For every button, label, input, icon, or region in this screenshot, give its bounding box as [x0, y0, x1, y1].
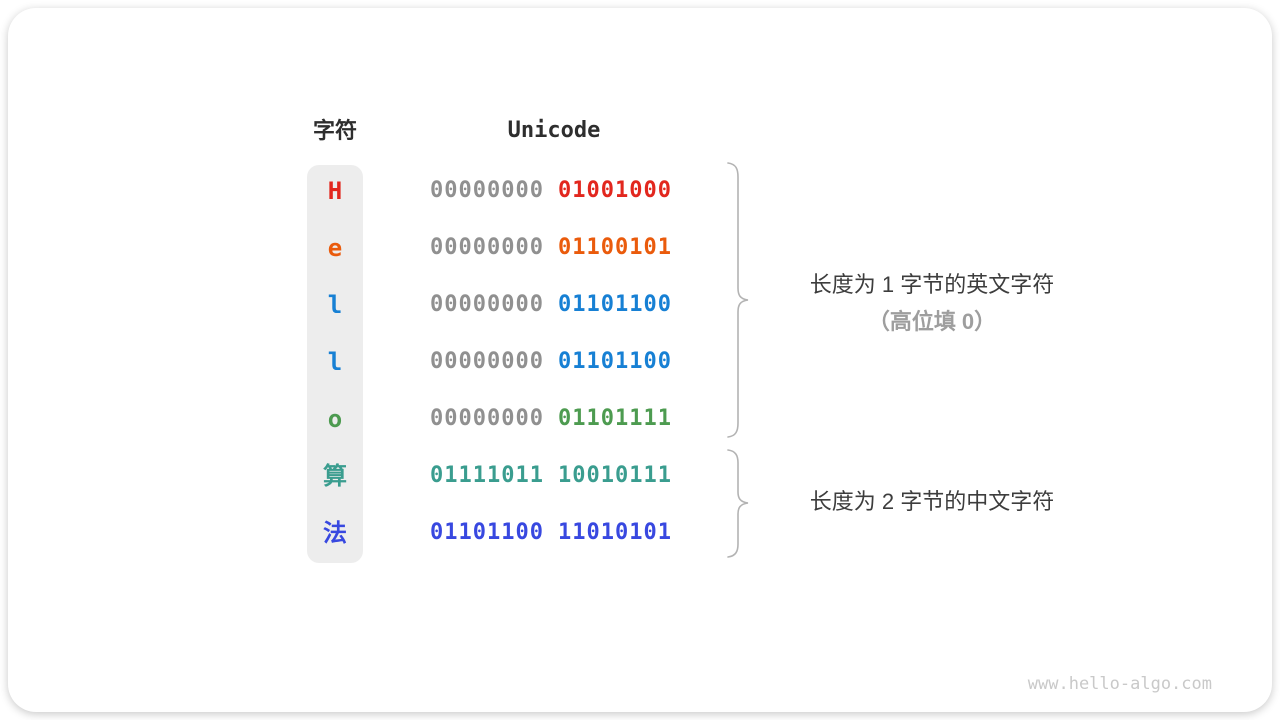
- character-column-background: [307, 165, 363, 563]
- character-cell: o: [327, 405, 343, 433]
- character-cell: H: [327, 177, 343, 205]
- annotation-english-line2: （高位填 0）: [867, 309, 997, 334]
- table-row: 算 01111011 10010111: [0, 459, 1280, 493]
- annotation-english-line1: 长度为 1 字节的英文字符: [809, 272, 1055, 297]
- column-header-unicode: Unicode: [507, 118, 601, 143]
- column-header-character: 字符: [312, 118, 357, 143]
- byte2-cell: 01001000: [558, 178, 672, 203]
- annotation-chinese-line1: 长度为 2 字节的中文字符: [809, 489, 1055, 514]
- table-row: l 00000000 01101100: [0, 288, 1280, 322]
- byte1-cell: 00000000: [430, 292, 544, 317]
- website-watermark: www.hello-algo.com: [1027, 674, 1212, 694]
- annotation-english-chars: 长度为 1 字节的英文字符 （高位填 0）: [752, 266, 1112, 340]
- byte1-cell: 00000000: [430, 178, 544, 203]
- table-row: e 00000000 01100101: [0, 231, 1280, 265]
- table-row: l 00000000 01101100: [0, 345, 1280, 379]
- character-cell: l: [327, 348, 343, 376]
- character-cell: 法: [323, 519, 347, 547]
- byte1-cell: 01101100: [430, 520, 544, 545]
- byte2-cell: 01101100: [558, 349, 672, 374]
- figure-card: [8, 8, 1272, 712]
- byte2-cell: 01101100: [558, 292, 672, 317]
- byte1-cell: 00000000: [430, 406, 544, 431]
- character-cell: e: [327, 234, 343, 262]
- byte2-cell: 01101111: [558, 406, 672, 431]
- table-row: 法 01101100 11010101: [0, 516, 1280, 550]
- table-row: H 00000000 01001000: [0, 174, 1280, 208]
- character-cell: 算: [323, 462, 347, 490]
- table-row: o 00000000 01101111: [0, 402, 1280, 436]
- annotation-chinese-chars: 长度为 2 字节的中文字符: [752, 483, 1112, 520]
- byte1-cell: 00000000: [430, 349, 544, 374]
- byte1-cell: 00000000: [430, 235, 544, 260]
- character-cell: l: [327, 291, 343, 319]
- byte2-cell: 01100101: [558, 235, 672, 260]
- byte1-cell: 01111011: [430, 463, 544, 488]
- byte2-cell: 10010111: [558, 463, 672, 488]
- byte2-cell: 11010101: [558, 520, 672, 545]
